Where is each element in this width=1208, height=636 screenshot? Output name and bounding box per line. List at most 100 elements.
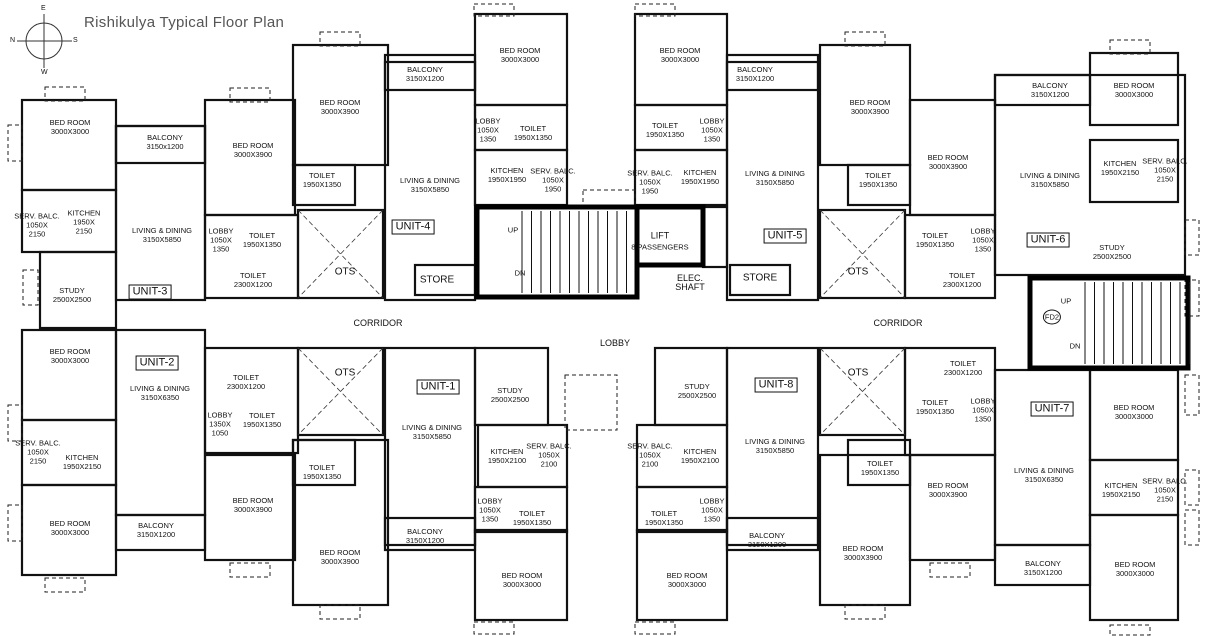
room-size: 3150X5850 (755, 446, 795, 455)
room-name: STUDY (59, 286, 85, 295)
room-name: LIVING & DINING (131, 226, 193, 235)
room-label: SERV. BALC.1050X 2150 (1142, 477, 1187, 504)
room-wall (383, 346, 477, 547)
room-size: 3150X6350 (1024, 475, 1064, 484)
room-wall (473, 485, 569, 534)
compass-east: E (41, 5, 46, 12)
window-projection (1184, 219, 1200, 256)
room-size: 3150X5850 (410, 185, 450, 194)
window-projection (44, 86, 86, 102)
room-name: OTS (847, 367, 869, 379)
room-label: SERV. BALC.1050X 1950 (627, 169, 672, 196)
room-name: BED ROOM (927, 481, 969, 490)
window-projection (229, 87, 271, 103)
room-name: KITCHEN (67, 208, 101, 218)
room-name: LIVING & DINING (744, 169, 806, 178)
room-name: BED ROOM (499, 46, 541, 55)
room-name: SERV. BALC. (1142, 156, 1188, 166)
room-name: TOILET (248, 411, 276, 420)
room-size: 1050X 1950 (542, 175, 564, 194)
room-name: LOBBY (970, 396, 996, 406)
compass-icon (17, 14, 72, 68)
room-size: 1050X 2100 (639, 450, 661, 469)
room-name: LOBBY (477, 496, 503, 506)
room-name: LOBBY (699, 496, 725, 506)
room-name: LIVING & DINING (399, 176, 461, 185)
room-name: TOILET (518, 509, 546, 518)
unit-label: UNIT-1 (416, 379, 460, 395)
room-name: LOBBY (699, 116, 725, 126)
room-size: 1050X 2150 (1154, 485, 1176, 504)
room-size: 3000X3900 (233, 505, 273, 514)
room-size: 1950X1350 (644, 518, 684, 527)
ots-cross (819, 209, 906, 299)
room-name: BED ROOM (49, 519, 91, 528)
stair-enclosure (634, 204, 706, 268)
room-size: 3000X3900 (320, 557, 360, 566)
room-size: 1950X1350 (242, 420, 282, 429)
room-wall (725, 346, 820, 547)
room-size: 1950X1350 (302, 180, 342, 189)
room-size: 3150X5850 (755, 178, 795, 187)
room-size: 3150X1200 (405, 74, 445, 83)
room-size: 3000X3900 (928, 162, 968, 171)
room-size: 3000X3000 (50, 356, 90, 365)
room-size: 3150X5850 (1030, 180, 1070, 189)
lift-capacity: 8 PASSENGERS (631, 242, 689, 252)
room-name: TOILET (864, 171, 892, 180)
walls (20, 12, 1187, 622)
room-wall (114, 124, 207, 302)
room-name: BALCONY (138, 521, 174, 530)
stair-down-label: DN (1069, 341, 1081, 351)
room-wall (908, 453, 997, 562)
room-size: 3000X3900 (233, 150, 273, 159)
room-wall (725, 60, 820, 92)
room-size: 3000X3900 (320, 107, 360, 116)
window-projection (473, 621, 515, 635)
room-name: BED ROOM (849, 98, 891, 107)
room-label: OTS (335, 267, 356, 277)
room-size: 3150X5850 (412, 432, 452, 441)
unit-label: UNIT-6 (1026, 232, 1070, 248)
room-size: 3150x1200 (146, 142, 184, 151)
room-wall (818, 453, 912, 607)
room-name: BED ROOM (49, 118, 91, 127)
room-size: 1050X 1350 (972, 235, 994, 254)
window-projection (844, 31, 886, 47)
room-name: LOBBY (970, 226, 996, 236)
room-size: 1950X1950 (487, 175, 527, 184)
room-name: TOILET (921, 398, 949, 407)
room-size: 1050X 1350 (701, 505, 723, 524)
room-size: 1950X2100 (680, 456, 720, 465)
room-name: TOILET (239, 271, 267, 280)
stair-enclosure (474, 204, 640, 300)
room-name: TOILET (519, 124, 547, 133)
room-size: 1050X 2150 (1154, 165, 1176, 184)
room-name: KITCHEN (683, 447, 717, 456)
room-size: 3000X3900 (843, 553, 883, 562)
room-name: BED ROOM (666, 571, 708, 580)
stair-up-label: UP (1060, 296, 1072, 306)
lobby-label: LOBBY (599, 338, 631, 348)
room-name: STORE (742, 272, 778, 284)
room-size: 1950X2100 (487, 456, 527, 465)
room-label: STORE (420, 275, 454, 285)
